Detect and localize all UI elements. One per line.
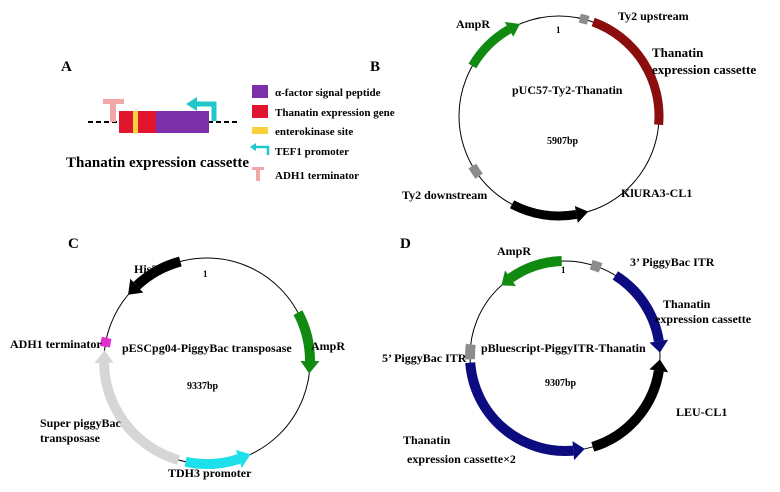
feature-arrowhead: [94, 350, 114, 363]
feature-arc: [465, 362, 574, 456]
panel-c: C 1 pESCpg04-PiggyBac transposase 9337bp…: [10, 236, 345, 480]
feature-label-cassette-l2: expression cassette: [652, 62, 756, 77]
panel-d: D 1 pBluescript-PiggyITR-Thanatin 9307bp…: [382, 236, 752, 466]
promoter-legend-icon: [250, 143, 270, 155]
feature-arc: [578, 13, 590, 25]
legend-alpha-factor: α-factor signal peptide: [275, 87, 381, 99]
red-box-icon: [252, 105, 268, 118]
feature-arc: [468, 163, 483, 179]
feature-label-ty2-upstream: Ty2 upstream: [618, 9, 689, 23]
legend-enterokinase: enterokinase site: [275, 126, 353, 138]
plasmid-name: pBluescript-PiggyITR-Thanatin: [481, 341, 646, 355]
feature-label-leu-cl1: LEU-CL1: [676, 405, 727, 419]
plasmid-size: 5907bp: [547, 136, 579, 147]
alpha-factor-block: [156, 111, 209, 133]
plasmid-name: pESCpg04-PiggyBac transposase: [122, 341, 292, 355]
feature-label-cassette-l2: expression cassette: [655, 312, 752, 326]
feature-label-3-itr: 3’ PiggyBac ITR: [630, 255, 715, 269]
origin-label: 1: [556, 25, 561, 35]
feature-arc: [591, 17, 664, 126]
plasmid-size: 9337bp: [187, 381, 219, 392]
feature-arc: [184, 454, 241, 469]
feature-label-5-itr: 5’ PiggyBac ITR: [382, 351, 467, 365]
yellow-box-icon: [252, 127, 268, 134]
plasmid-name: pUC57-Ty2-Thanatin: [512, 83, 623, 97]
feature-label-cassette-l1: Thanatin: [652, 45, 704, 60]
feature-arrowhead: [128, 278, 144, 295]
feature-label-klura3: KlURA3-CL1: [621, 186, 692, 200]
feature-label-transposase-l2: transposase: [40, 431, 101, 445]
feature-arc: [507, 256, 563, 283]
terminator-legend-icon: [252, 167, 264, 181]
origin-label: 1: [561, 265, 566, 275]
purple-box-icon: [252, 85, 268, 98]
feature-label-transposase-l1: Super piggyBac: [40, 416, 121, 430]
feature-label-ampr: AmpR: [456, 17, 490, 31]
feature-label-cassette-l1: Thanatin: [663, 297, 711, 311]
feature-label-ampr: AmpR: [311, 339, 345, 353]
feature-arrowhead: [574, 206, 589, 223]
legend-adh1: ADH1 terminator: [275, 170, 359, 182]
feature-arc: [133, 256, 182, 290]
feature-arc: [509, 200, 578, 221]
feature-label-adh1: ADH1 terminator: [10, 337, 102, 351]
panel-c-letter: C: [68, 236, 79, 252]
feature-arc: [591, 369, 664, 452]
feature-arc: [99, 362, 181, 465]
feature-arrowhead: [235, 449, 251, 468]
feature-label-cassette2-l1: Thanatin: [403, 433, 451, 447]
feature-arc: [465, 343, 476, 360]
feature-label-tdh3: TDH3 promoter: [168, 466, 252, 480]
legend-tef1: TEF1 promoter: [275, 146, 349, 158]
feature-arc: [589, 259, 603, 273]
feature-arc: [612, 271, 664, 343]
plasmid-size: 9307bp: [545, 378, 577, 389]
promoter-arrow-icon: [186, 97, 217, 121]
panel-d-letter: D: [400, 236, 411, 252]
panel-b-letter: B: [370, 59, 380, 75]
legend-thanatin-gene: Thanatin expression gene: [275, 107, 395, 119]
feature-arrowhead: [501, 270, 516, 286]
feature-arrowhead: [504, 21, 520, 37]
feature-arrowhead: [649, 359, 669, 373]
origin-label: 1: [203, 269, 208, 279]
feature-label-ampr: AmpR: [497, 244, 531, 258]
feature-arrowhead: [649, 339, 669, 353]
feature-label-cassette2-l2: expression cassette×2: [407, 452, 516, 466]
cassette-title: Thanatin expression cassette: [66, 155, 249, 171]
feature-arrowhead: [300, 361, 320, 374]
legend: α-factor signal peptide Thanatin express…: [250, 85, 395, 182]
terminator-t-icon: [103, 99, 124, 122]
panel-a-letter: A: [61, 59, 72, 75]
feature-arc: [468, 25, 512, 69]
panel-b: B 1 pUC57-Ty2-Thanatin 5907bp AmpR Ty2 u…: [370, 9, 756, 223]
feature-arc: [293, 310, 315, 362]
feature-arc: [100, 336, 112, 348]
feature-label-ty2-downstream: Ty2 downstream: [402, 188, 487, 202]
feature-label-his3: His3: [134, 262, 157, 276]
panel-a: A Thanatin expression cassette α-factor …: [61, 59, 395, 182]
feature-arrowhead: [572, 441, 585, 461]
enterokinase-block: [133, 111, 138, 133]
